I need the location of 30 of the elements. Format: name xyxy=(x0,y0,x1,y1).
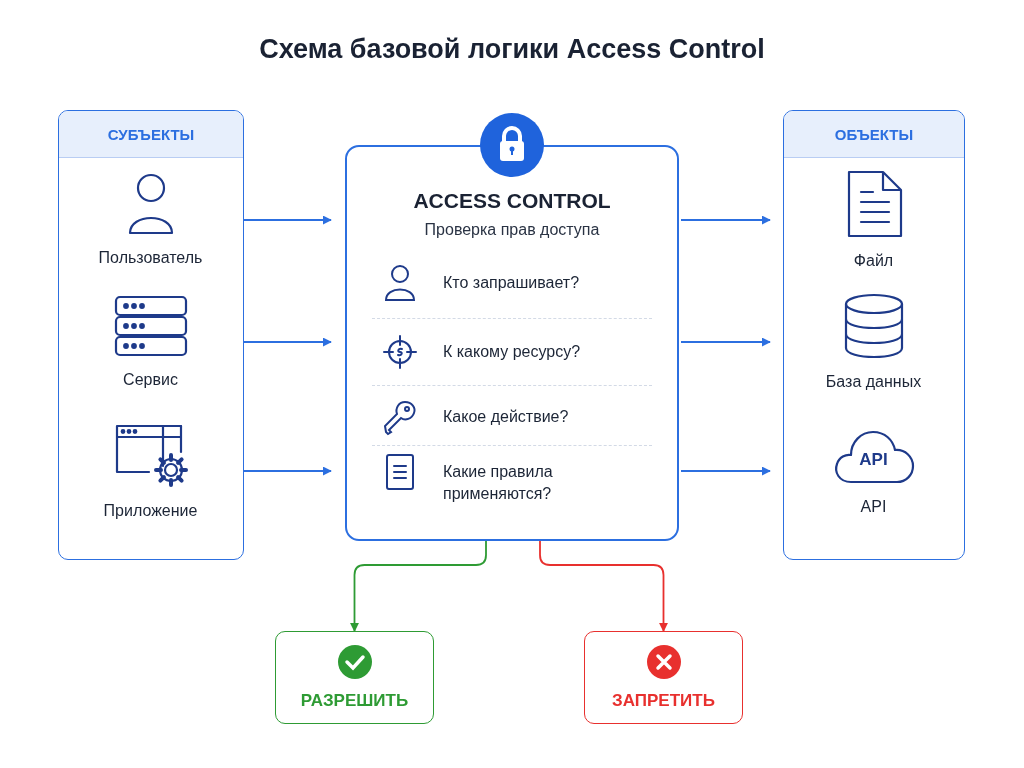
result-box xyxy=(275,631,434,724)
question-text: Какое действие? xyxy=(443,407,570,427)
question-text: Какие правила применяются? xyxy=(443,462,554,504)
diagram-title: Схема базовой логики Access Control xyxy=(258,34,766,65)
result-label: ЗАПРЕТИТЬ xyxy=(612,690,715,711)
panel-title: ОБЪЕКТЫ xyxy=(834,125,914,143)
item-label: API xyxy=(860,498,887,516)
arrow xyxy=(680,215,771,225)
arrow xyxy=(243,466,332,476)
item-label: База данных xyxy=(825,373,922,391)
item-label: Сервис xyxy=(123,371,178,389)
result-label: РАЗРЕШИТЬ xyxy=(300,690,409,711)
arrow xyxy=(680,466,771,476)
result-box xyxy=(584,631,743,724)
group-panel xyxy=(783,110,965,560)
card-subtitle: Проверка прав доступа xyxy=(423,221,601,239)
arrow xyxy=(680,337,771,347)
group-panel xyxy=(58,110,244,560)
item-label: Приложение xyxy=(103,502,198,520)
cloud-label: API xyxy=(858,450,889,470)
arrow xyxy=(350,540,487,632)
question-text: Кто запрашивает? xyxy=(443,273,581,293)
arrow xyxy=(539,540,668,632)
panel-title: СУБЪЕКТЫ xyxy=(107,125,195,143)
item-label: Пользователь xyxy=(98,249,203,267)
arrow xyxy=(243,337,332,347)
arrow xyxy=(243,215,332,225)
card-title: ACCESS CONTROL xyxy=(412,189,612,213)
question-text: К какому ресурсу? xyxy=(443,342,582,362)
item-label: Файл xyxy=(853,252,894,270)
